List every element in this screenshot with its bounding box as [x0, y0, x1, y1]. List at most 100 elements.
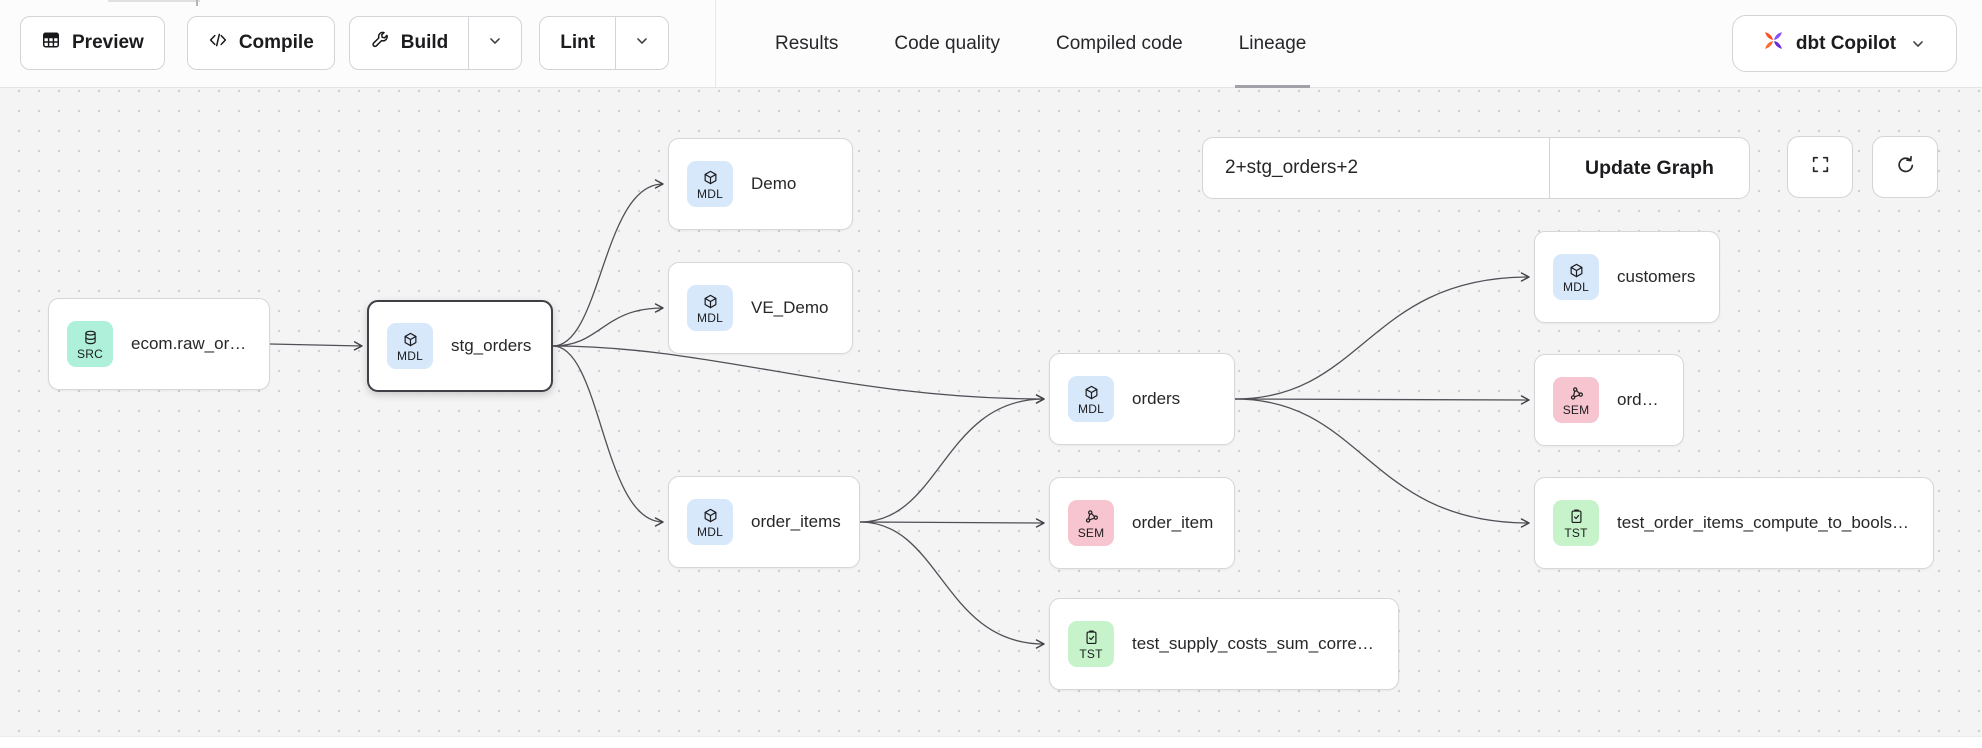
node-type-label: SRC: [77, 346, 103, 361]
lineage-edge-stg-orders-to-orders-model: [552, 345, 1045, 404]
tab-results[interactable]: Results: [775, 33, 839, 54]
lineage-selector-group: Update Graph: [1202, 137, 1750, 199]
node-label: customers: [1617, 267, 1696, 286]
update-graph-button[interactable]: Update Graph: [1585, 156, 1714, 179]
test-icon: [1568, 508, 1585, 525]
lint-split-button: Lint: [539, 16, 670, 70]
lineage-node-ecom-raw-orders[interactable]: SRC ecom.raw_orders: [48, 298, 270, 390]
node-label: stg_orders: [451, 336, 532, 355]
node-label: order_items: [751, 512, 841, 531]
lineage-edge-stg-orders-to-demo: [552, 179, 664, 347]
preview-button[interactable]: Preview: [20, 16, 165, 70]
node-label: Demo: [751, 174, 797, 193]
node-type-badge: TST: [1553, 500, 1599, 546]
build-dropdown-button[interactable]: [468, 17, 521, 69]
node-label: VE_Demo: [751, 298, 829, 317]
lineage-node-orders-sem[interactable]: SEM orders: [1534, 354, 1684, 446]
node-type-badge: MDL: [687, 285, 733, 331]
tab-lineage[interactable]: Lineage: [1234, 0, 1310, 88]
dbt-copilot-icon: [1762, 29, 1785, 58]
editor-toolbar: Preview Compile Build: [0, 0, 1982, 88]
lineage-node-demo[interactable]: MDL Demo: [668, 138, 853, 230]
lineage-selector-input[interactable]: [1203, 138, 1549, 198]
node-type-badge: MDL: [1553, 254, 1599, 300]
node-label: orders: [1617, 390, 1665, 409]
lineage-node-order-items[interactable]: MDL order_items: [668, 476, 860, 568]
node-type-label: MDL: [697, 310, 723, 325]
bottom-panel-edge: [0, 736, 1982, 748]
compile-button[interactable]: Compile: [186, 16, 335, 70]
node-type-label: TST: [1564, 525, 1588, 540]
node-type-label: MDL: [397, 348, 423, 363]
cube-icon: [702, 293, 719, 310]
chevron-down-icon: [1909, 35, 1927, 53]
wrench-icon: [370, 30, 390, 56]
lint-button[interactable]: Lint: [540, 17, 615, 69]
control-divider: [1549, 138, 1550, 198]
lineage-node-stg-orders[interactable]: MDL stg_orders: [367, 300, 553, 392]
fullscreen-icon: [1810, 154, 1831, 180]
dbt-copilot-button[interactable]: dbt Copilot: [1732, 15, 1957, 72]
node-type-label: MDL: [697, 524, 723, 539]
cube-icon: [402, 331, 419, 348]
semantic-model-icon: [1568, 385, 1585, 402]
node-type-badge: MDL: [387, 323, 433, 369]
database-icon: [82, 329, 99, 346]
node-type-label: MDL: [1078, 401, 1104, 416]
lineage-edges: [269, 179, 1530, 649]
lineage-node-test-supply-costs[interactable]: TST test_supply_costs_sum_correctly: [1049, 598, 1399, 690]
node-type-badge: TST: [1068, 621, 1114, 667]
lineage-node-orders-model[interactable]: MDL orders: [1049, 353, 1235, 445]
cube-icon: [1083, 384, 1100, 401]
lineage-edge-orders-model-to-test-order-items: [1234, 398, 1530, 528]
node-type-badge: MDL: [687, 499, 733, 545]
node-type-label: TST: [1079, 646, 1103, 661]
node-label: orders: [1132, 389, 1181, 408]
node-type-label: MDL: [1563, 279, 1589, 294]
chevron-down-icon: [486, 32, 504, 55]
cropped-panel-edge: [108, 0, 200, 2]
lineage-edge-orders-model-to-customers: [1234, 272, 1530, 400]
node-label: test_order_items_compute_to_bools_c...: [1617, 513, 1915, 532]
node-label: test_supply_costs_sum_correctly: [1132, 634, 1380, 653]
chevron-down-icon: [633, 32, 651, 55]
lint-button-label: Lint: [560, 32, 596, 53]
build-button[interactable]: Build: [350, 17, 469, 69]
table-icon: [41, 30, 61, 56]
cube-icon: [1568, 262, 1585, 279]
lineage-node-test-order-items[interactable]: TST test_order_items_compute_to_bools_c..…: [1534, 477, 1934, 569]
node-type-badge: SRC: [67, 321, 113, 367]
lineage-edge-order-items-to-order-item-sem: [859, 518, 1045, 528]
node-label: order_item: [1132, 513, 1214, 532]
lineage-node-order-item-sem[interactable]: SEM order_item: [1049, 477, 1235, 569]
lineage-edge-order-items-to-test-supply-costs: [859, 521, 1045, 649]
lineage-edge-stg-orders-to-ve-demo: [552, 303, 664, 347]
tab-code-quality[interactable]: Code quality: [894, 33, 1000, 54]
lineage-node-ve-demo[interactable]: MDL VE_Demo: [668, 262, 853, 354]
cube-icon: [702, 169, 719, 186]
lineage-node-customers[interactable]: MDL customers: [1534, 231, 1720, 323]
refresh-button[interactable]: [1872, 136, 1938, 198]
result-tabs: Results Code quality Compiled code Linea…: [775, 0, 1310, 88]
semantic-model-icon: [1083, 508, 1100, 525]
node-type-badge: SEM: [1553, 377, 1599, 423]
toolbar-divider: [715, 0, 716, 87]
node-label: ecom.raw_orders: [131, 334, 251, 353]
lineage-edge-ecom-raw-orders-to-stg-orders: [269, 341, 363, 351]
tab-compiled-code[interactable]: Compiled code: [1055, 33, 1183, 54]
build-split-button: Build: [348, 16, 523, 70]
node-type-badge: SEM: [1068, 500, 1114, 546]
cropped-panel-tick: [196, 0, 198, 6]
code-icon: [208, 30, 228, 56]
node-type-label: SEM: [1077, 525, 1105, 540]
cube-icon: [702, 507, 719, 524]
lineage-edge-order-items-to-orders-model: [859, 394, 1045, 523]
compile-button-label: Compile: [238, 32, 314, 53]
fullscreen-button[interactable]: [1787, 136, 1853, 198]
node-type-label: MDL: [697, 186, 723, 201]
node-type-badge: MDL: [687, 161, 733, 207]
lint-dropdown-button[interactable]: [615, 17, 668, 69]
test-icon: [1083, 629, 1100, 646]
lineage-edge-stg-orders-to-order-items: [552, 345, 664, 527]
